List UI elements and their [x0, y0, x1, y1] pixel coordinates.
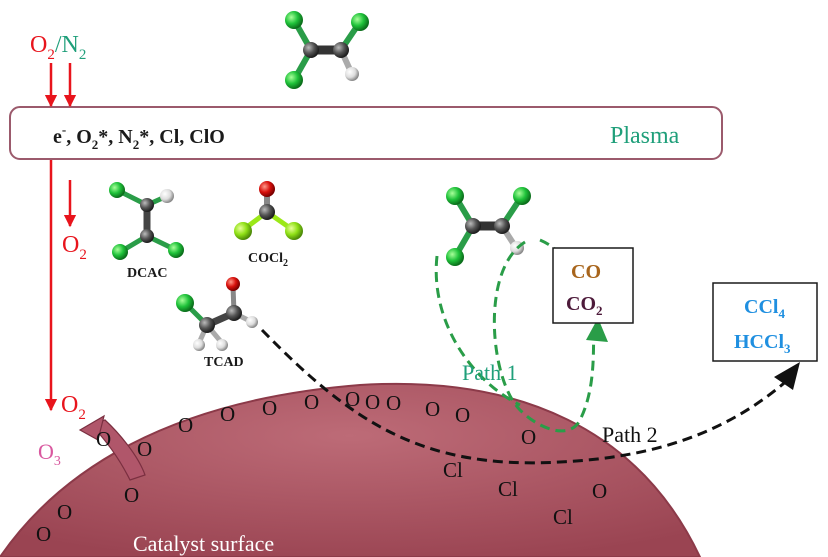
path1-arrowhead	[586, 318, 608, 342]
surface-o: O	[262, 396, 277, 420]
co-co2-products-box: CO CO2	[552, 247, 634, 324]
co-label: CO	[571, 261, 601, 283]
chlorinated-products-box: CCl4 HCCl3	[712, 282, 818, 362]
surface-o: O	[365, 390, 380, 414]
surface-o: O	[304, 390, 319, 414]
surface-o: O	[521, 425, 536, 449]
surface-o: O	[425, 397, 440, 421]
gas-feed-label: O2/N2	[30, 32, 86, 63]
o3-formation-arrow	[78, 414, 146, 481]
co2-label: CO2	[566, 293, 603, 318]
surface-cl: Cl	[553, 505, 573, 529]
catalyst-surface	[0, 382, 702, 557]
surface-o: O	[36, 522, 51, 546]
path1-label: Path 1	[462, 360, 518, 385]
o2-downstream-label: O2	[62, 232, 87, 263]
plasma-species: e-, O2*, N2*, Cl, ClO	[53, 122, 225, 152]
path2-route	[260, 328, 791, 465]
tcad-label: TCAD	[204, 355, 244, 370]
surface-o: O	[57, 500, 72, 524]
hccl3-label: HCCl3	[734, 331, 791, 356]
surface-chlorine-atoms: Cl Cl Cl	[443, 458, 573, 529]
catalyst-surface-label: Catalyst surface	[133, 531, 274, 556]
plasma-zone	[9, 106, 723, 160]
trichloroethylene-molecule-top	[285, 11, 369, 89]
surface-o: O	[124, 483, 139, 507]
surface-oxygen-atoms: O O O O O O O O O O O O O O O O	[36, 387, 607, 546]
tcad-molecule	[176, 277, 258, 351]
surface-o: O	[220, 402, 235, 426]
surface-o: O	[96, 427, 111, 451]
surface-o: O	[592, 479, 607, 503]
dcac-molecule	[109, 182, 184, 260]
plasma-label: Plasma	[610, 123, 680, 149]
ccl4-label: CCl4	[744, 296, 785, 321]
surface-cl: Cl	[498, 477, 518, 501]
o2-surface-label: O2	[61, 392, 86, 423]
trichloroethylene-molecule-middle	[446, 187, 531, 266]
gas-flow-arrows	[44, 63, 77, 412]
surface-o: O	[455, 403, 470, 427]
surface-o: O	[386, 391, 401, 415]
surface-o: O	[137, 437, 152, 461]
o3-label: O3	[38, 439, 61, 469]
surface-o: O	[178, 413, 193, 437]
surface-o: O	[345, 387, 360, 411]
path2-arrowhead	[774, 362, 800, 390]
surface-cl: Cl	[443, 458, 463, 482]
dcac-label: DCAC	[127, 266, 167, 281]
path2-label: Path 2	[602, 422, 658, 447]
phosgene-molecule	[234, 181, 303, 240]
cocl2-label: COCl2	[248, 251, 288, 269]
